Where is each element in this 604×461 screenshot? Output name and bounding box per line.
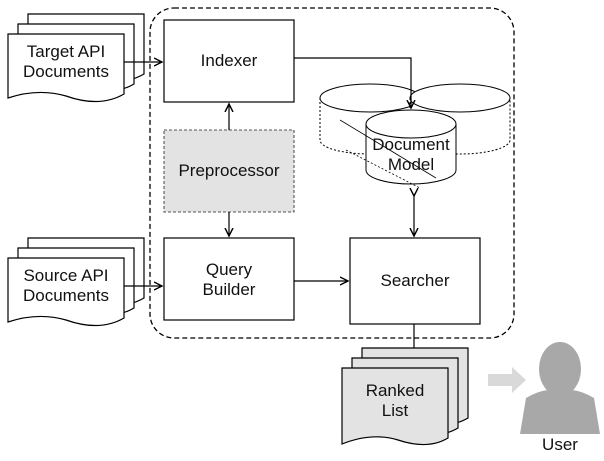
source-api-documents bbox=[7, 237, 145, 327]
ranked-list-stack bbox=[341, 347, 469, 446]
user-icon bbox=[520, 342, 600, 434]
target-api-documents bbox=[7, 13, 145, 103]
arrow-indexer-to-document-model bbox=[294, 57, 411, 108]
arrow-ranked-list-to-user bbox=[488, 367, 526, 393]
indexer-box bbox=[163, 19, 295, 103]
query-builder-box bbox=[163, 237, 295, 321]
preprocessor-box bbox=[163, 129, 295, 213]
searcher-box bbox=[349, 237, 481, 325]
document-model-cylinders bbox=[319, 83, 511, 189]
